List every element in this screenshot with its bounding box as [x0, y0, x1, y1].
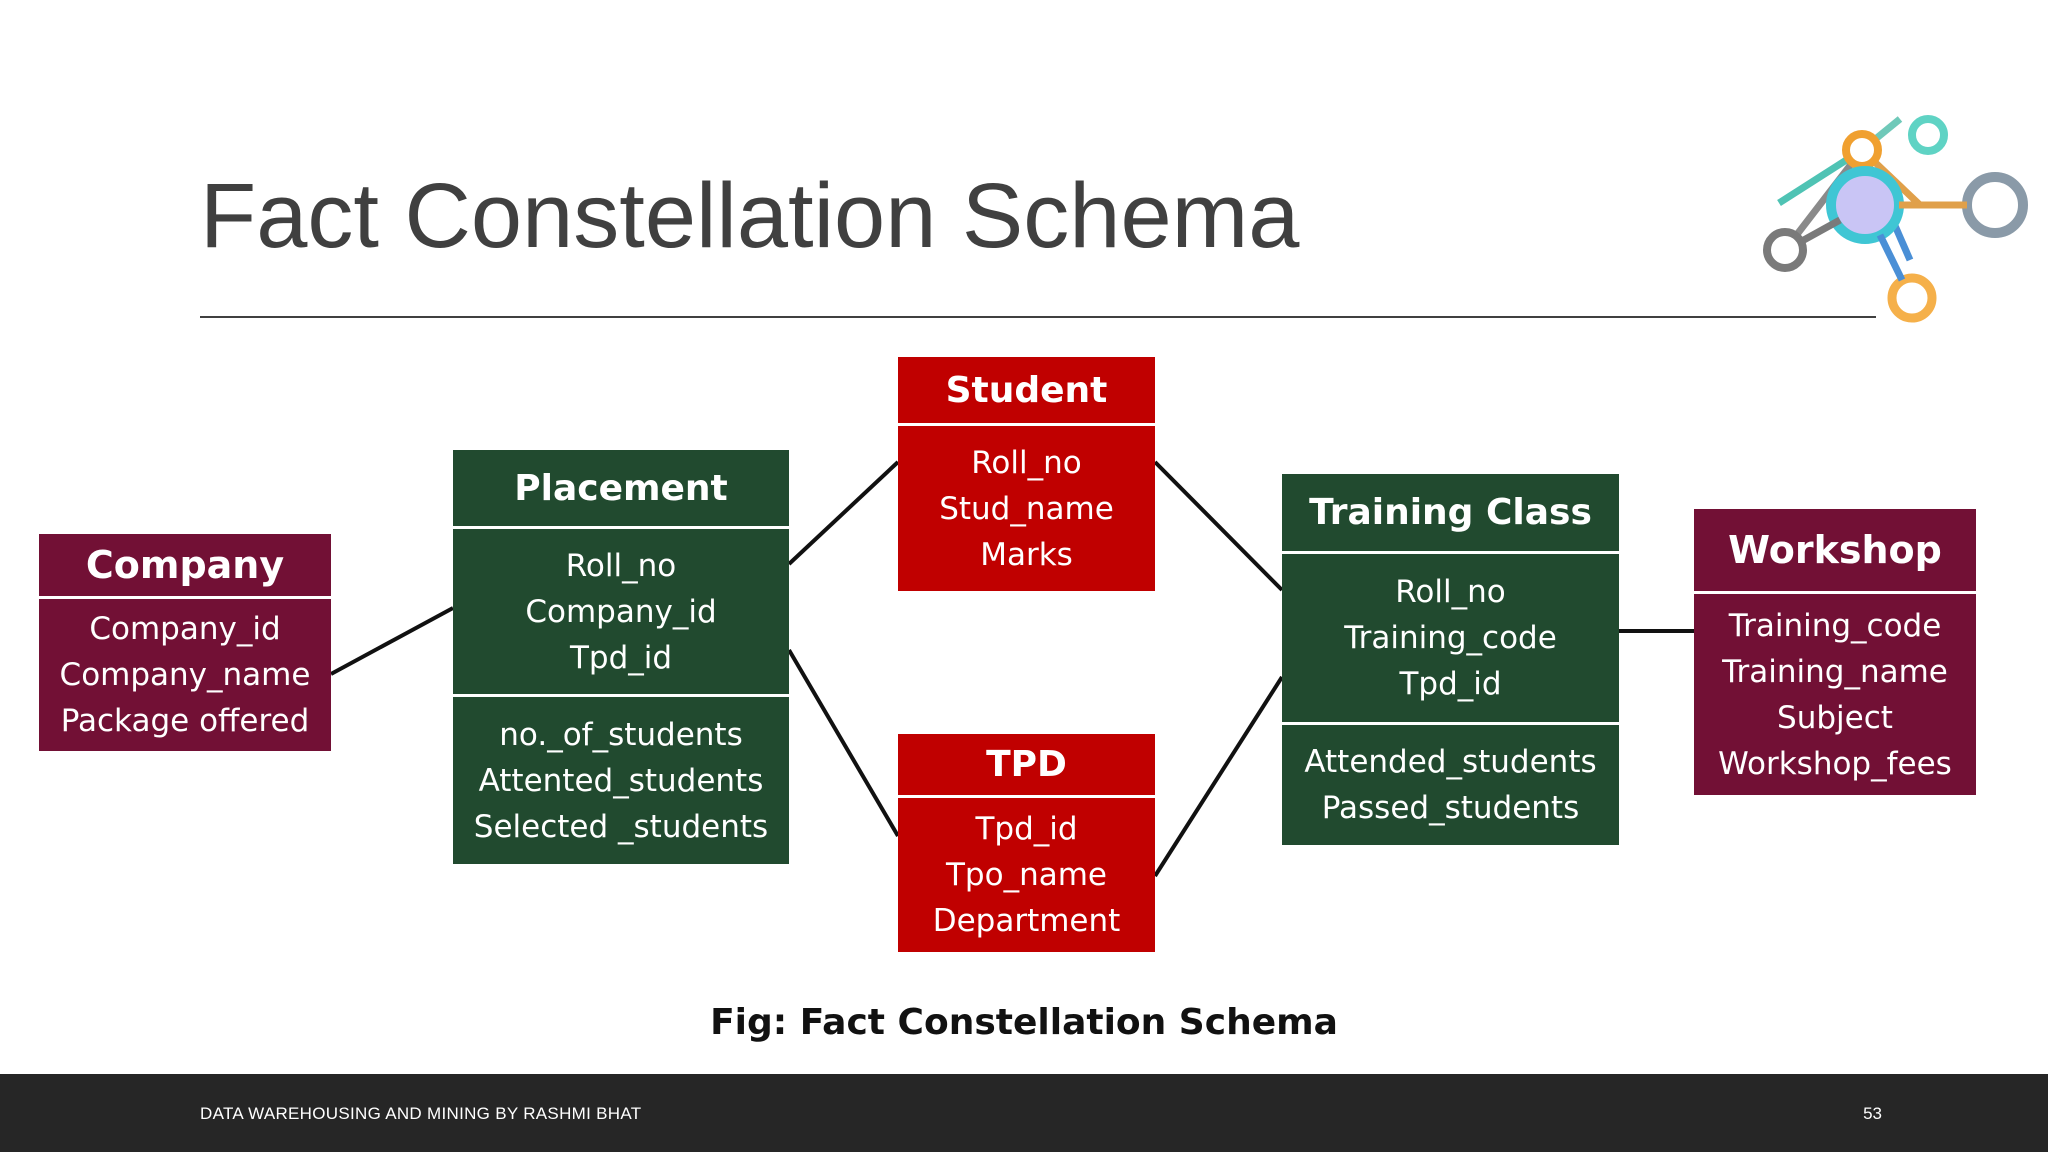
table-keys: Roll_no Company_id Tpd_id [453, 526, 789, 694]
logo-node-teal [1908, 115, 1948, 155]
placement-table: Placement Roll_no Company_id Tpd_id no._… [453, 450, 789, 864]
table-measures: Attended_students Passed_students [1282, 722, 1619, 845]
field-label: Tpd_id [569, 639, 673, 676]
workshop-table: Workshop Training_code Training_name Sub… [1694, 509, 1976, 795]
table-name: Training Class [1309, 492, 1592, 533]
field-label: Roll_no [971, 444, 1082, 481]
field-label: Training_name [1722, 653, 1948, 690]
field-label: Tpd_id [975, 811, 1078, 847]
field-label: Company_id [525, 593, 717, 630]
link-student-training [1153, 460, 1284, 592]
logo-link [1800, 216, 1842, 245]
measure-label: no._of_students [499, 716, 743, 753]
field-label: Marks [980, 536, 1073, 573]
slide-title: Fact Constellation Schema [200, 165, 1300, 267]
title-divider [200, 316, 1876, 318]
table-name: Placement [514, 467, 728, 509]
field-label: Subject [1777, 699, 1893, 736]
table-name: TPD [986, 744, 1067, 785]
field-label: Roll_no [1395, 574, 1506, 610]
field-label: Department [932, 903, 1121, 939]
logo-node-center [1826, 166, 1904, 244]
tpd-table: TPD Tpd_id Tpo_name Department [898, 734, 1155, 952]
table-name: Student [945, 369, 1108, 411]
network-nodes-icon [1763, 115, 2028, 323]
logo-node-yellow [1887, 273, 1937, 323]
logo-link [1876, 233, 1906, 282]
measure-label: Attented_students [478, 762, 764, 799]
field-label: Roll_no [565, 547, 677, 584]
table-measures: no._of_students Attented_students Select… [453, 694, 789, 864]
field-label: Tpo_name [946, 857, 1107, 893]
field-label: Company_id [89, 611, 281, 647]
table-fields: Roll_no Stud_name Marks [898, 423, 1155, 591]
measure-label: Attended_students [1304, 744, 1597, 780]
table-fields: Training_code Training_name Subject Work… [1694, 591, 1976, 795]
measure-label: Passed_students [1321, 790, 1580, 826]
table-fields: Tpd_id Tpo_name Department [898, 795, 1155, 952]
company-table: Company Company_id Company_name Package … [39, 534, 331, 751]
link-company-placement [330, 606, 454, 676]
logo-node-gray [1962, 172, 2028, 238]
link-placement-tpd [787, 648, 900, 838]
student-table: Student Roll_no Stud_name Marks [898, 357, 1155, 591]
field-label: Tpd_id [1399, 666, 1502, 702]
figure-caption: Fig: Fact Constellation Schema [710, 1002, 1338, 1043]
table-fields: Company_id Company_name Package offered [39, 596, 331, 751]
field-label: Training_code [1344, 620, 1557, 656]
slide-footer: DATA WAREHOUSING AND MINING BY RASHMI BH… [0, 1074, 2048, 1152]
training-class-table: Training Class Roll_no Training_code Tpd… [1282, 474, 1619, 845]
link-tpd-training [1153, 675, 1284, 878]
field-label: Company_name [59, 657, 311, 693]
field-label: Package offered [60, 703, 310, 739]
logo-node-orange [1842, 130, 1882, 170]
field-label: Training_code [1728, 607, 1942, 644]
footer-text: DATA WAREHOUSING AND MINING BY RASHMI BH… [200, 1104, 642, 1123]
table-name: Company [85, 543, 285, 587]
measure-label: Selected _students [473, 808, 769, 845]
link-placement-student [787, 460, 900, 566]
logo-node-gray-small [1763, 228, 1807, 272]
field-label: Workshop_fees [1718, 745, 1952, 782]
field-label: Stud_name [939, 490, 1114, 527]
table-keys: Roll_no Training_code Tpd_id [1282, 551, 1619, 722]
page-number: 53 [1863, 1104, 1882, 1123]
table-name: Workshop [1728, 528, 1942, 572]
